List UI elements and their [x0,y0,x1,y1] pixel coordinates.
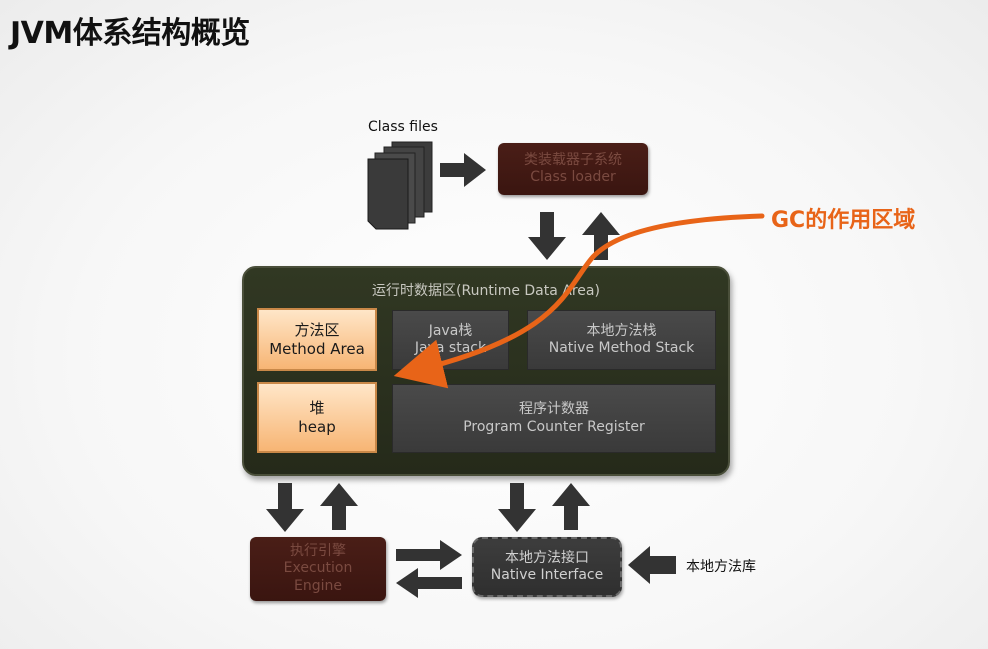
native-stack-en: Native Method Stack [548,340,695,356]
arrow-down-icon [528,212,566,260]
execution-engine-en1: Execution [283,560,353,577]
execution-engine-zh: 执行引擎 [290,542,346,559]
arrow-down-icon [498,483,536,532]
arrow-right-icon [440,153,486,187]
native-interface-en: Native Interface [490,567,604,583]
gc-scope-label: GC的作用区域 [771,208,916,233]
java-stack-zh: Java栈 [428,322,473,339]
gc-scope-arrow [393,213,765,389]
arrow-up-icon [320,483,358,530]
execution-engine-box: 执行引擎 Execution Engine [250,537,386,601]
class-files-label: Class files [368,119,438,135]
class-loader-zh: 类装载器子系统 [524,151,622,168]
class-files-icon [367,141,433,230]
native-stack-zh: 本地方法栈 [586,322,657,339]
native-method-stack-box: 本地方法栈 Native Method Stack [527,310,716,370]
arrow-up-icon [582,212,620,260]
heap-box: 堆 heap [257,382,377,453]
arrow-left-icon [396,568,462,598]
arrow-left-icon [628,546,676,584]
pc-register-en: Program Counter Register [463,418,645,435]
page-title: JVM体系结构概览 [10,16,250,51]
pc-register-zh: 程序计数器 [519,401,589,417]
arrow-up-icon [552,483,590,530]
method-area-box: 方法区 Method Area [257,308,377,371]
native-interface-zh: 本地方法接口 [505,549,589,566]
heap-zh: 堆 [309,398,325,417]
native-interface-box: 本地方法接口 Native Interface [472,537,622,597]
method-area-en: Method Area [269,339,365,358]
pc-register-box: 程序计数器 Program Counter Register [392,384,716,453]
heap-en: heap [298,417,336,436]
class-loader-en: Class loader [530,169,616,185]
native-library-label: 本地方法库 [686,559,756,575]
runtime-data-area-title: 运行时数据区(Runtime Data Area) [372,283,600,299]
execution-engine-en2: Engine [294,577,342,594]
class-loader-box: 类装载器子系统 Class loader [498,143,648,195]
arrow-right-icon [396,540,462,570]
method-area-zh: 方法区 [294,320,340,339]
arrow-down-icon [266,483,304,532]
